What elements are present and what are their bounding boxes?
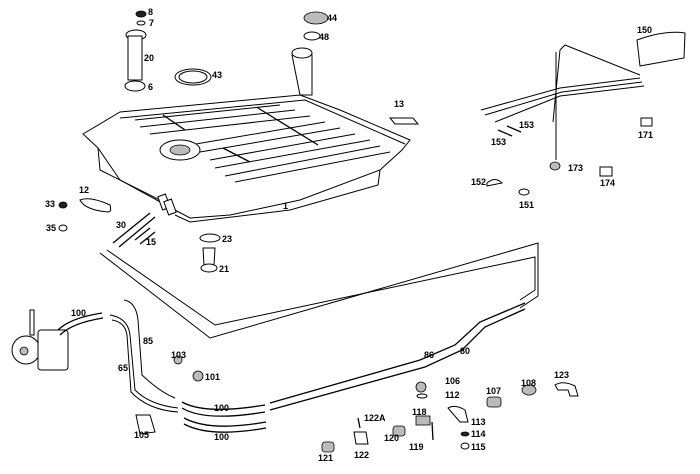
label-44: 44 — [327, 13, 338, 23]
label-153-lower: 153 — [491, 137, 507, 147]
label-100-upper: 100 — [214, 403, 230, 413]
label-13: 13 — [394, 99, 405, 109]
label-108: 108 — [521, 378, 537, 388]
label-65: 65 — [118, 363, 129, 373]
bracket-13 — [388, 117, 420, 125]
label-1: 1 — [283, 201, 289, 211]
label-103: 103 — [171, 350, 187, 360]
label-12: 12 — [79, 185, 90, 195]
label-35: 35 — [46, 223, 57, 233]
label-8: 8 — [148, 7, 154, 17]
label-86: 86 — [424, 350, 435, 360]
label-123: 123 — [554, 370, 570, 380]
label-121: 121 — [318, 453, 334, 463]
label-122: 122 — [354, 450, 370, 460]
label-107: 107 — [486, 386, 502, 396]
label-100-lower: 100 — [214, 432, 230, 442]
label-171: 171 — [638, 130, 654, 140]
label-173: 173 — [568, 163, 584, 173]
label-119: 119 — [409, 442, 424, 452]
label-174: 174 — [600, 178, 616, 188]
label-30: 30 — [116, 220, 127, 230]
fuel-pump — [11, 309, 69, 371]
label-120: 120 — [384, 433, 400, 443]
label-43: 43 — [212, 70, 223, 80]
label-21: 21 — [219, 264, 230, 274]
label-80: 80 — [460, 346, 471, 356]
expansion-tank — [480, 31, 686, 160]
sender-tube — [124, 10, 147, 92]
label-106: 106 — [445, 376, 461, 386]
label-114: 114 — [471, 429, 486, 439]
label-150: 150 — [637, 25, 653, 35]
label-118: 118 — [412, 407, 427, 417]
label-122A: 122A — [364, 413, 386, 423]
label-85: 85 — [143, 336, 154, 346]
label-115: 115 — [471, 442, 486, 452]
label-15: 15 — [146, 237, 157, 247]
label-48: 48 — [319, 32, 330, 42]
label-33: 33 — [45, 199, 56, 209]
label-105: 105 — [134, 430, 150, 440]
label-151: 151 — [519, 200, 535, 210]
label-101: 101 — [205, 372, 221, 382]
label-100-pump: 100 — [71, 308, 87, 318]
filter-105 — [135, 414, 156, 435]
cap-44 — [303, 11, 329, 25]
fuel-line-main — [99, 242, 539, 339]
label-112: 112 — [445, 390, 460, 400]
label-7: 7 — [149, 18, 155, 28]
label-153-upper: 153 — [519, 120, 535, 130]
label-113: 113 — [471, 417, 486, 427]
plate-12 — [79, 198, 112, 213]
label-6: 6 — [148, 82, 154, 92]
seal-48 — [303, 31, 321, 41]
label-20: 20 — [144, 53, 155, 63]
filler-neck — [291, 47, 313, 96]
fuel-tank — [82, 94, 411, 223]
label-23: 23 — [222, 234, 233, 244]
gasket-43 — [174, 68, 212, 86]
label-152: 152 — [471, 177, 487, 187]
